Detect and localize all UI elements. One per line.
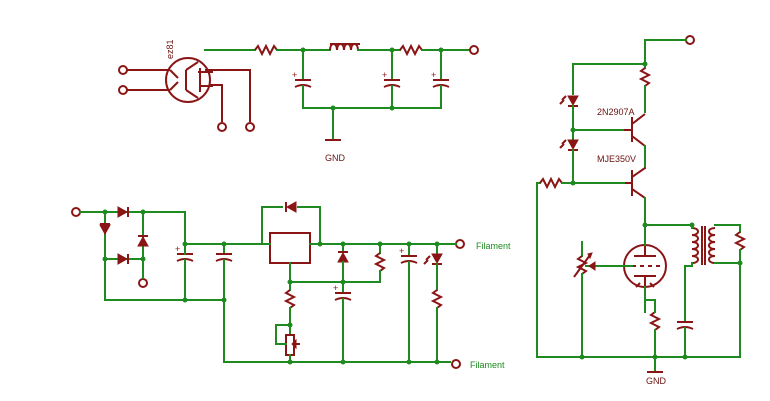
- series-resistor-2[interactable]: [399, 43, 423, 57]
- zener-diode[interactable]: [337, 243, 349, 293]
- amplifier-section: 2N2907A MJE350V: [536, 35, 747, 386]
- svg-text:+: +: [399, 246, 404, 256]
- svg-text:+: +: [333, 283, 338, 293]
- filament-label-top: Filament: [476, 241, 511, 251]
- voltage-regulator-ic[interactable]: [269, 232, 311, 264]
- rectifier-tube-label: ez81: [165, 39, 175, 59]
- bleeder-resistor[interactable]: [373, 243, 387, 283]
- npn-transistor[interactable]: [624, 167, 646, 199]
- heater-pin-2[interactable]: [245, 122, 255, 132]
- svg-text:+: +: [431, 70, 436, 80]
- filament-output-pin-bottom[interactable]: [451, 359, 461, 369]
- svg-text:+: +: [382, 70, 387, 80]
- output-transformer[interactable]: [691, 226, 716, 265]
- pnp-transistor-label: 2N2907A: [597, 107, 635, 117]
- pnp-transistor[interactable]: [624, 113, 646, 147]
- hv-output-pin[interactable]: [469, 45, 479, 55]
- input-pin-1[interactable]: [118, 65, 128, 75]
- reservoir-capacitor-2[interactable]: [215, 243, 233, 363]
- series-resistor-1[interactable]: [254, 43, 278, 57]
- ac-input-pin-2[interactable]: [138, 278, 148, 288]
- protection-diode[interactable]: [285, 201, 297, 213]
- input-pin-2[interactable]: [118, 85, 128, 95]
- output-capacitor-1[interactable]: +: [333, 283, 352, 363]
- reservoir-capacitor-1[interactable]: +: [175, 243, 194, 301]
- led-reference-2[interactable]: [559, 139, 579, 151]
- load-resistor[interactable]: [733, 231, 747, 251]
- filament-output-pin-top[interactable]: [455, 239, 465, 249]
- heater-pin-1[interactable]: [217, 122, 227, 132]
- adjust-resistor[interactable]: [283, 289, 297, 309]
- bridge-rectifier[interactable]: [99, 206, 149, 301]
- choke-inductor[interactable]: [329, 43, 360, 51]
- b-plus-pin[interactable]: [685, 35, 695, 45]
- led-reference-1[interactable]: [559, 95, 579, 107]
- emitter-resistor[interactable]: [638, 67, 652, 87]
- npn-transistor-label: MJE350V: [597, 154, 636, 164]
- hv-supply-section: ez81 + +: [118, 39, 479, 163]
- ac-input-pin-1[interactable]: [71, 207, 81, 217]
- power-led[interactable]: [423, 243, 444, 363]
- base-resistor[interactable]: [539, 176, 563, 190]
- svg-text:+: +: [292, 70, 297, 80]
- filter-capacitor-3[interactable]: +: [431, 49, 450, 109]
- filter-capacitor-1[interactable]: +: [292, 49, 312, 109]
- ez81-rectifier-tube[interactable]: [165, 57, 213, 103]
- svg-text:+: +: [175, 244, 180, 254]
- filter-capacitor-2[interactable]: +: [382, 49, 401, 109]
- gnd-label-right: GND: [646, 376, 667, 386]
- cathode-resistor[interactable]: [648, 311, 662, 331]
- trim-potentiometer[interactable]: [285, 334, 300, 356]
- filament-supply-section: + Filament: [71, 201, 511, 370]
- gnd-label-top: GND: [325, 153, 346, 163]
- output-capacitor-2[interactable]: +: [399, 243, 418, 363]
- bias-potentiometer[interactable]: [573, 241, 593, 358]
- filament-label-bottom: Filament: [470, 360, 505, 370]
